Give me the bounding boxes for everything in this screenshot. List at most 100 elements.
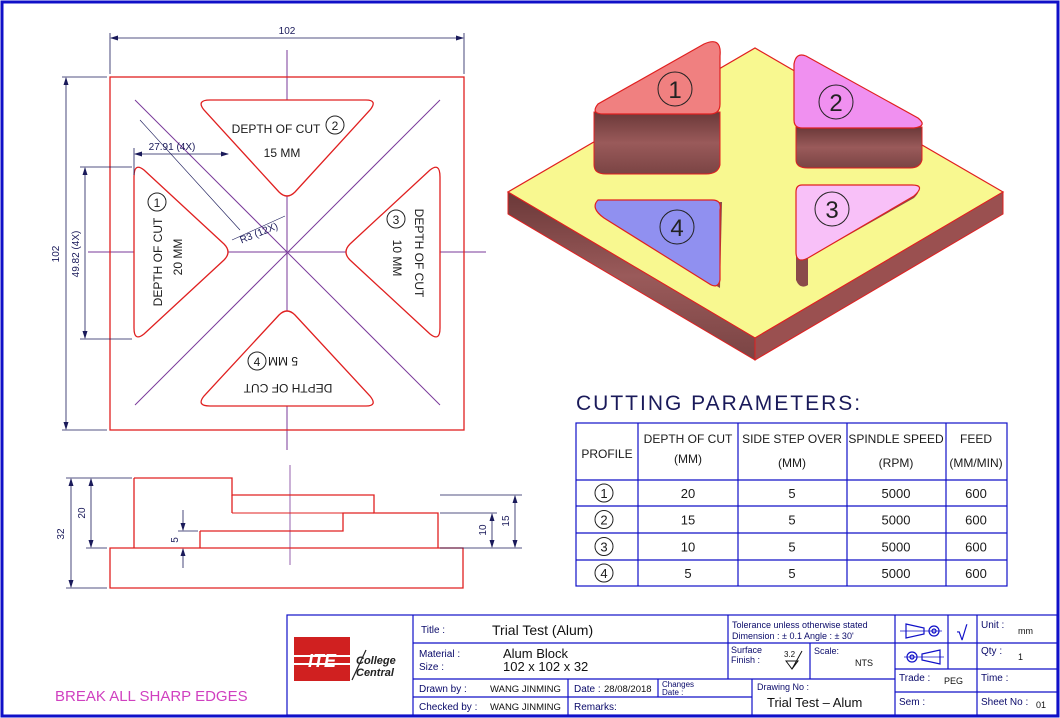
dim-total-height: 32 [56,528,67,540]
sheet-value: 01 [1036,700,1046,710]
pocket-3-depth-value: 10 MM [390,240,404,277]
header-step: SIDE STEP OVER [742,432,842,446]
profile-number: 3 [600,540,607,555]
pocket-1-depth-value: 20 MM [171,239,185,276]
header-depth-unit: (MM) [674,452,702,466]
cell-depth: 5 [684,566,691,581]
iso-label-4: 4 [670,215,683,242]
scale-label: Scale: [814,646,839,656]
pocket-2-number: 2 [332,119,339,133]
profile-number: 4 [600,566,607,581]
pocket-3-outline [345,166,441,338]
size-value: 102 x 102 x 32 [503,659,588,674]
drawing-no-value: Trial Test – Alum [767,695,862,710]
cell-speed: 5000 [882,540,911,555]
finish-label: Finish : [731,655,760,665]
remarks-label: Remarks: [574,702,617,713]
dim-base-offset: 20 [77,507,88,519]
dim-height: 102 [51,245,62,262]
pocket-3-depth-label: DEPTH OF CUT [412,209,426,298]
general-note: BREAK ALL SHARP EDGES [55,688,248,705]
profile-circle [594,483,614,503]
dim-pocket-length: 49.82 (4X) [71,231,82,278]
qty-value: 1 [1018,652,1023,662]
cutting-parameters: CUTTING PARAMETERS: PROFILE DEPTH OF CUT… [575,392,1008,587]
side-view: 32 20 5 10 15 [56,465,522,589]
dim-step-15: 15 [501,515,512,527]
profile-number: 1 [600,486,607,501]
profile-circle [594,537,614,556]
sheet-label: Sheet No : [981,697,1028,708]
trade-label: Trade : [899,673,930,684]
cell-speed: 5000 [882,486,911,501]
logo-college-text: College [356,655,396,667]
header-speed-unit: (RPM) [879,456,914,470]
iso-label-1: 1 [668,77,681,104]
sem-label: Sem : [899,697,925,708]
drawn-value: WANG JINMING [490,684,561,695]
block-outline [109,76,465,431]
material-label: Material : [419,649,460,660]
scale-value: NTS [855,658,873,668]
cell-depth: 20 [681,486,695,501]
pocket-4-number: 4 [254,355,261,369]
profile-number: 2 [600,513,607,528]
title-block: ITE College Central Title : Trial Test (… [286,614,1058,716]
logo-ite-text: ITE [308,651,337,671]
isometric-view: 4 3 2 1 [506,41,1005,361]
pocket-4-depth-label: DEPTH OF CUT [243,381,332,395]
pocket-2-outline [200,99,374,197]
date-value: 28/08/2018 [604,684,652,695]
pocket-2-depth-value: 15 MM [264,146,301,160]
header-feed: FEED [960,432,992,446]
profile-circle [594,510,614,529]
dim-spacing: 27.91 (4X) [149,142,196,153]
checked-value: WANG JINMING [490,702,561,713]
cell-speed: 5000 [882,566,911,581]
material-value: Alum Block [503,646,569,661]
pocket-3-number: 3 [393,213,400,227]
logo-central-text: Central [356,667,395,679]
title-value: Trial Test (Alum) [492,622,593,638]
cell-speed: 5000 [882,513,911,528]
header-speed: SPINDLE SPEED [848,432,944,446]
header-depth: DEPTH OF CUT [644,432,733,446]
surface-label: Surface [731,645,762,655]
surface-finish-symbol [785,650,803,670]
front-view: DEPTH OF CUT 2 15 MM DEPTH OF CUT 20 MM … [51,26,486,450]
cell-step: 5 [788,566,795,581]
pocket-1-number: 1 [154,196,161,210]
cell-depth: 10 [681,540,695,555]
projection-symbol-1 [900,623,942,639]
time-label: Time : [981,673,1008,684]
changes-date-label: Date : [662,688,683,697]
date-label: Date : [574,684,601,695]
cutting-parameters-title: CUTTING PARAMETERS: [576,392,862,415]
checked-label: Checked by : [419,702,477,713]
drawn-label: Drawn by : [419,684,467,695]
header-profile: PROFILE [581,447,632,461]
size-label: Size : [419,662,444,673]
header-step-unit: (MM) [778,456,806,470]
dim-step-5: 5 [170,537,181,543]
cell-feed: 600 [965,566,987,581]
pocket-4-outline [200,310,374,407]
iso-label-2: 2 [829,90,842,117]
qty-label: Qty : [981,646,1002,657]
ite-logo: ITE College Central [294,637,396,681]
unit-label: Unit : [981,620,1004,631]
unit-value: mm [1018,626,1033,636]
cell-feed: 600 [965,513,987,528]
trade-value: PEG [944,676,963,686]
dim-width: 102 [279,26,296,37]
iso-label-3: 3 [825,197,838,224]
projection-symbol-2 [904,649,944,665]
drawing-no-label: Drawing No : [757,682,809,692]
cell-step: 5 [788,513,795,528]
check-mark: √ [957,623,968,645]
surface-value: 3.2 [784,650,796,659]
dim-step-10: 10 [478,524,489,536]
tolerance-line2: Dimension : ± 0.1 Angle : ± 30' [732,631,854,641]
cell-feed: 600 [965,540,987,555]
